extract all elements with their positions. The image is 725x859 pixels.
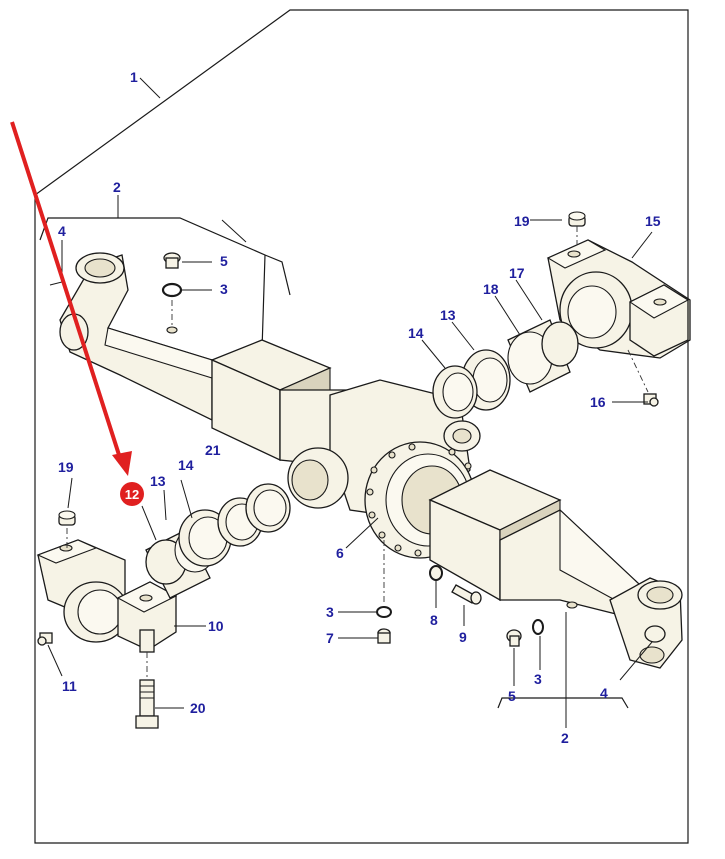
oring-3-mid bbox=[376, 606, 392, 618]
callout-14-left: 14 bbox=[178, 457, 194, 473]
callout-13-left: 13 bbox=[150, 473, 166, 489]
callout-labels: 1 2 4 5 3 19 15 17 18 13 14 16 21 19 14 … bbox=[58, 69, 661, 746]
grease-nipple-11 bbox=[37, 632, 53, 646]
right-seal-14 bbox=[432, 365, 478, 419]
callout-14-right: 14 bbox=[408, 325, 424, 341]
washer-19-left bbox=[58, 510, 76, 526]
callout-19-right: 19 bbox=[514, 213, 530, 229]
leader-lines bbox=[47, 77, 653, 728]
callout-16: 16 bbox=[590, 394, 606, 410]
callout-2-bottom: 2 bbox=[561, 730, 569, 746]
callout-20: 20 bbox=[190, 700, 206, 716]
callout-6: 6 bbox=[336, 545, 344, 561]
oring-3-top bbox=[161, 282, 183, 298]
screw-5-bottom bbox=[506, 629, 522, 647]
left-seal-21 bbox=[217, 483, 291, 547]
oring-3-right bbox=[532, 619, 544, 635]
bolt-9 bbox=[451, 584, 482, 605]
callout-19-left: 19 bbox=[58, 459, 74, 475]
callout-10: 10 bbox=[208, 618, 224, 634]
callout-5-bottom: 5 bbox=[508, 688, 516, 704]
red-arrow-icon bbox=[10, 121, 132, 476]
bolt-20 bbox=[135, 679, 159, 729]
centerline-16 bbox=[627, 349, 649, 393]
callout-15: 15 bbox=[645, 213, 661, 229]
badge-label: 12 bbox=[125, 487, 139, 502]
callout-8: 8 bbox=[430, 612, 438, 628]
axle-beam bbox=[59, 252, 683, 669]
washer-19-right bbox=[568, 211, 586, 227]
callout-3-mid: 3 bbox=[326, 604, 334, 620]
callout-4-left: 4 bbox=[58, 223, 66, 239]
grease-nipple-16 bbox=[643, 393, 659, 407]
right-support-bracket bbox=[546, 239, 691, 359]
callout-3-top: 3 bbox=[220, 281, 228, 297]
callout-18: 18 bbox=[483, 281, 499, 297]
callout-5-top: 5 bbox=[220, 253, 228, 269]
callout-1: 1 bbox=[130, 69, 138, 85]
callout-17: 17 bbox=[509, 265, 525, 281]
highlight-badge: 12 bbox=[120, 482, 144, 506]
callout-2-top: 2 bbox=[113, 179, 121, 195]
callout-3-right: 3 bbox=[534, 671, 542, 687]
callout-7: 7 bbox=[326, 630, 334, 646]
assembly-frame bbox=[34, 9, 689, 844]
screw-5-top bbox=[163, 252, 181, 269]
callout-9: 9 bbox=[459, 629, 467, 645]
washer-8 bbox=[429, 565, 443, 581]
callout-13-right: 13 bbox=[440, 307, 456, 323]
left-support-bracket bbox=[36, 539, 178, 653]
bracket-2-bottom bbox=[497, 697, 629, 709]
callout-21: 21 bbox=[205, 442, 221, 458]
callout-4-right: 4 bbox=[600, 685, 608, 701]
callout-11: 11 bbox=[62, 678, 77, 694]
right-bushing-17-18 bbox=[507, 319, 579, 393]
plug-7 bbox=[377, 628, 391, 644]
